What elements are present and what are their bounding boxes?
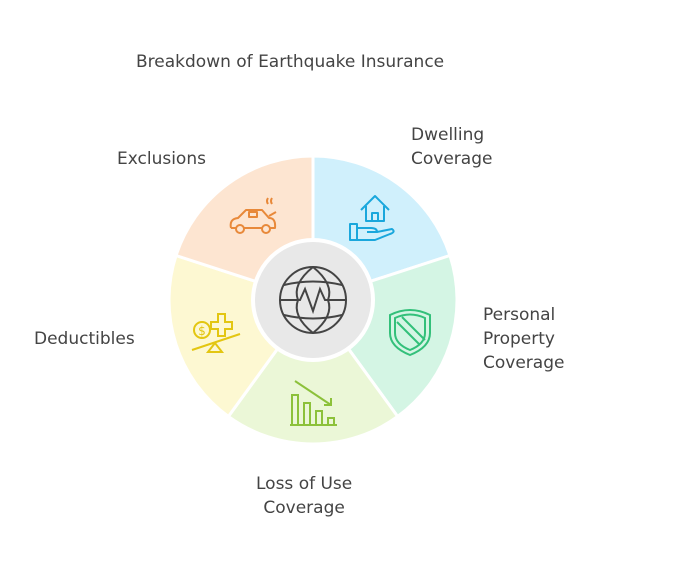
shield-icon (389, 309, 431, 357)
diagram-title: Breakdown of Earthquake Insurance (136, 52, 445, 72)
segment-label-deductibles: Deductibles (34, 329, 135, 349)
segment-label-dwelling-coverage: Dwelling Coverage (411, 125, 493, 169)
center-circle (251, 238, 375, 362)
balance-scale-dollar-icon: $ (191, 313, 241, 353)
declining-bar-chart-icon (290, 380, 337, 426)
svg-text:$: $ (198, 324, 206, 338)
segment-wedge (226, 297, 400, 446)
segment-label-exclusions: Exclusions (117, 149, 206, 169)
globe-seismic-icon (279, 266, 347, 334)
segment-label-loss-of-use-coverage: Loss of Use Coverage (256, 474, 353, 518)
broken-car-icon (229, 197, 277, 234)
segment-label-personal-property-coverage: Personal Property Coverage (483, 305, 565, 373)
house-in-hand-icon (349, 195, 395, 241)
